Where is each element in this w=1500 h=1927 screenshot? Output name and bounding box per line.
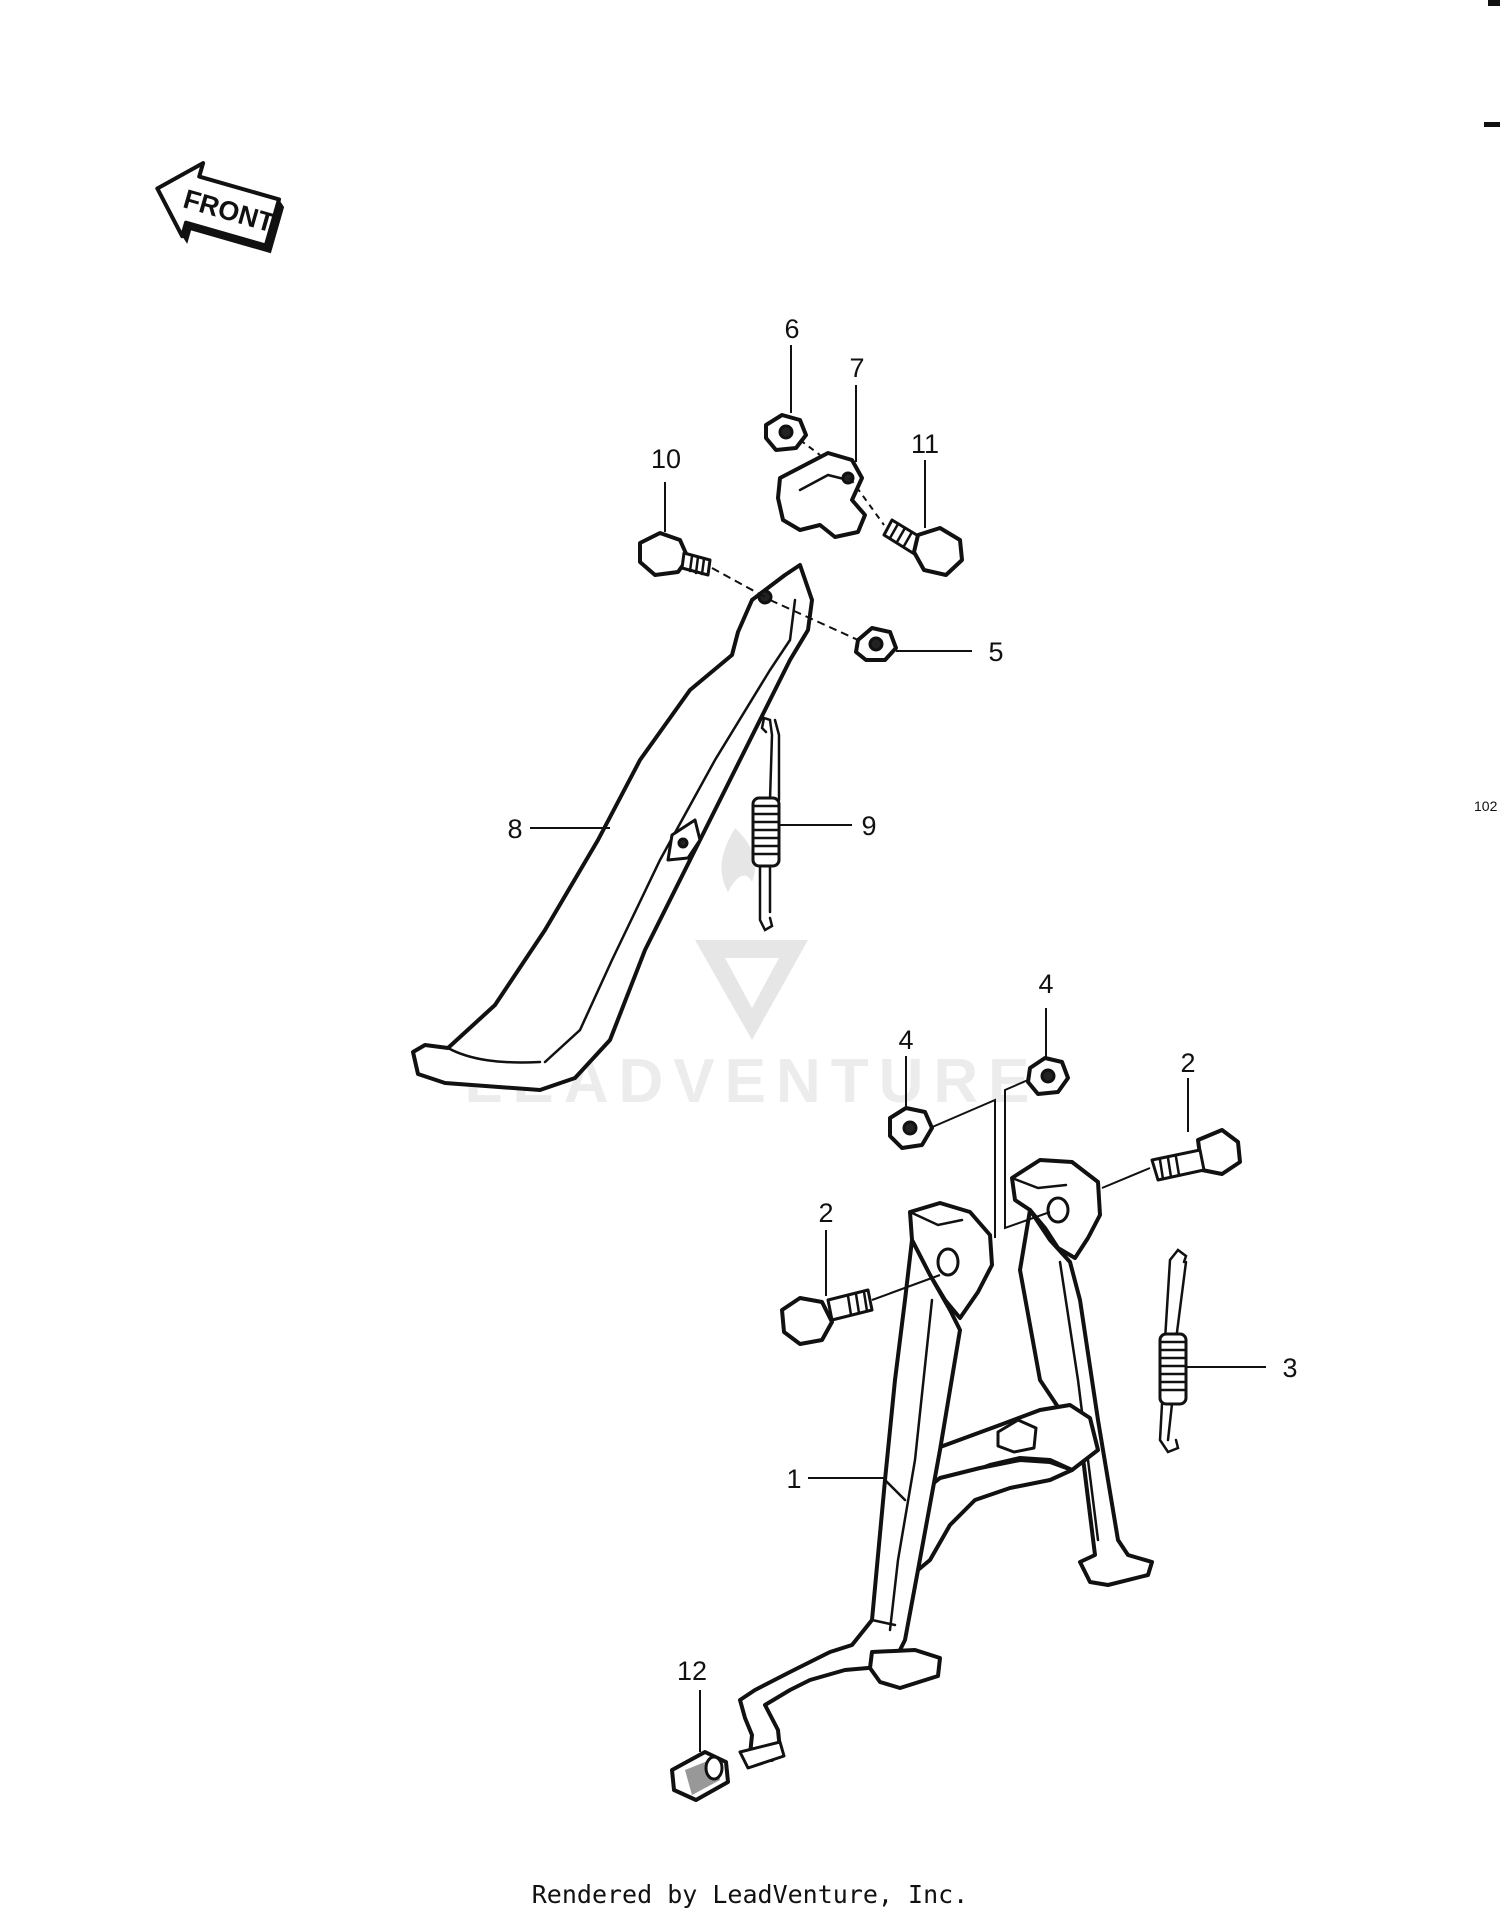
center-stand-left-lug-hole — [936, 1247, 960, 1277]
center-stand-bolt-rear-thread — [1158, 1155, 1181, 1181]
center-stand-nut-right-hole — [1040, 1068, 1056, 1084]
center-stand-left-leg-inner — [888, 1298, 934, 1632]
side-stand-bracket-body — [776, 451, 867, 539]
side-stand-spring-coil — [751, 796, 781, 868]
center-stand-spring-hook-bottom — [1158, 1402, 1180, 1454]
callout-8: 8 — [507, 814, 522, 844]
side-stand-bracket — [776, 451, 867, 539]
assembly-line-nut-left — [929, 1098, 996, 1238]
page-code: 102 — [1474, 798, 1498, 814]
center-stand-nut-left — [888, 1106, 934, 1150]
bracket-nut-hole — [778, 424, 794, 440]
center-stand-crossbrace-arch — [910, 1458, 1074, 1572]
assembly-line-side-bolt — [711, 567, 766, 598]
side-stand-spring-hook-top-inner — [773, 718, 781, 802]
center-stand-nut-left-hole — [902, 1120, 918, 1136]
center-stand-pedal-tip — [738, 1740, 786, 1770]
stand-pedal-cap — [670, 1750, 730, 1802]
side-stand-bolt-thread — [688, 554, 706, 576]
callout-2-rear: 2 — [1180, 1048, 1195, 1078]
assembly-line-side-nut — [769, 599, 859, 641]
side-stand-bracket-edge — [798, 473, 850, 492]
center-stand — [738, 1158, 1154, 1770]
center-stand-bolt-front — [780, 1288, 874, 1346]
side-stand-bolt — [638, 531, 712, 577]
center-stand-right-lug-hole — [1046, 1196, 1070, 1224]
center-stand-spring-hook-bottom-inner — [1166, 1402, 1174, 1442]
callout-7: 7 — [849, 353, 864, 383]
side-stand-spring — [751, 716, 781, 932]
center-stand-spring-hook-top-inner — [1174, 1260, 1188, 1342]
side-stand-bracket-hole — [841, 471, 855, 485]
side-stand-pivot-hole — [757, 589, 773, 605]
bracket-nut — [764, 413, 808, 452]
assembly-line-bolt-rear — [1101, 1167, 1151, 1189]
bracket-bolt — [882, 518, 964, 577]
side-stand-inner-line — [543, 598, 797, 1064]
callout-4-right: 4 — [1038, 969, 1053, 999]
assembly-lines — [711, 439, 1151, 1301]
watermark-flame-icon — [721, 828, 756, 892]
assembly-line-bracket-nut — [799, 439, 821, 456]
callout-leaders — [530, 345, 1266, 1752]
assembly-line-bolt-front — [871, 1274, 941, 1301]
front-arrow: FRONT — [155, 161, 285, 254]
center-stand-spring-coil — [1158, 1332, 1188, 1406]
side-stand-spring-coil-lines — [751, 804, 781, 856]
center-stand-bolt-front-head — [780, 1296, 834, 1346]
callout-1: 1 — [786, 1464, 801, 1494]
side-stand-nut-hole — [868, 636, 884, 652]
callout-5: 5 — [988, 637, 1003, 667]
side-stand-nut — [854, 626, 898, 662]
bracket-bolt-head — [912, 526, 964, 577]
center-stand-nut-right — [1026, 1056, 1070, 1096]
edge-mark-middle — [1484, 122, 1500, 127]
center-stand-spring-hook-top — [1163, 1248, 1188, 1342]
side-stand-spring-hook-bottom — [758, 864, 774, 932]
side-stand-spring-hook-top — [760, 716, 774, 802]
watermark-v-icon — [695, 940, 808, 1040]
side-stand-body — [411, 563, 814, 1092]
center-stand-left-leg — [738, 1238, 962, 1762]
callout-3: 3 — [1282, 1353, 1297, 1383]
edge-mark-top — [1488, 0, 1500, 6]
center-stand-left-leg-seam — [870, 1478, 907, 1627]
bracket-bolt-thread — [888, 522, 914, 548]
callout-9: 9 — [861, 811, 876, 841]
center-stand-left-foot — [868, 1648, 942, 1690]
center-stand-spring-coil-lines — [1158, 1340, 1188, 1392]
center-stand-spring — [1158, 1248, 1188, 1454]
assembly-line-bracket-bolt — [849, 477, 885, 526]
callout-10: 10 — [651, 444, 681, 474]
side-stand — [411, 563, 814, 1092]
center-stand-bolt-rear — [1150, 1128, 1242, 1182]
assembly-line-nut-right — [1004, 1079, 1051, 1230]
center-stand-right-leg — [1018, 1208, 1154, 1587]
center-stand-bolt-front-thread — [846, 1290, 869, 1317]
center-stand-left-lug-top — [908, 1210, 964, 1227]
callout-2-front: 2 — [818, 1198, 833, 1228]
callouts: 6 7 11 10 5 8 9 4 4 2 2 3 1 12 — [507, 314, 1297, 1686]
center-stand-crossbrace-clip — [996, 1418, 1038, 1454]
center-stand-right-leg-inner — [1058, 1260, 1100, 1542]
callout-6: 6 — [784, 314, 799, 344]
callout-12: 12 — [677, 1656, 707, 1686]
footer-credit: Rendered by LeadVenture, Inc. — [531, 1880, 969, 1909]
stand-pedal-cap-end — [704, 1755, 724, 1781]
callout-11: 11 — [911, 429, 939, 459]
side-stand-tab-hole — [677, 837, 689, 849]
side-stand-foot-line — [446, 1046, 542, 1064]
center-stand-right-lug-top — [1010, 1176, 1068, 1190]
callout-4-left: 4 — [898, 1025, 913, 1055]
